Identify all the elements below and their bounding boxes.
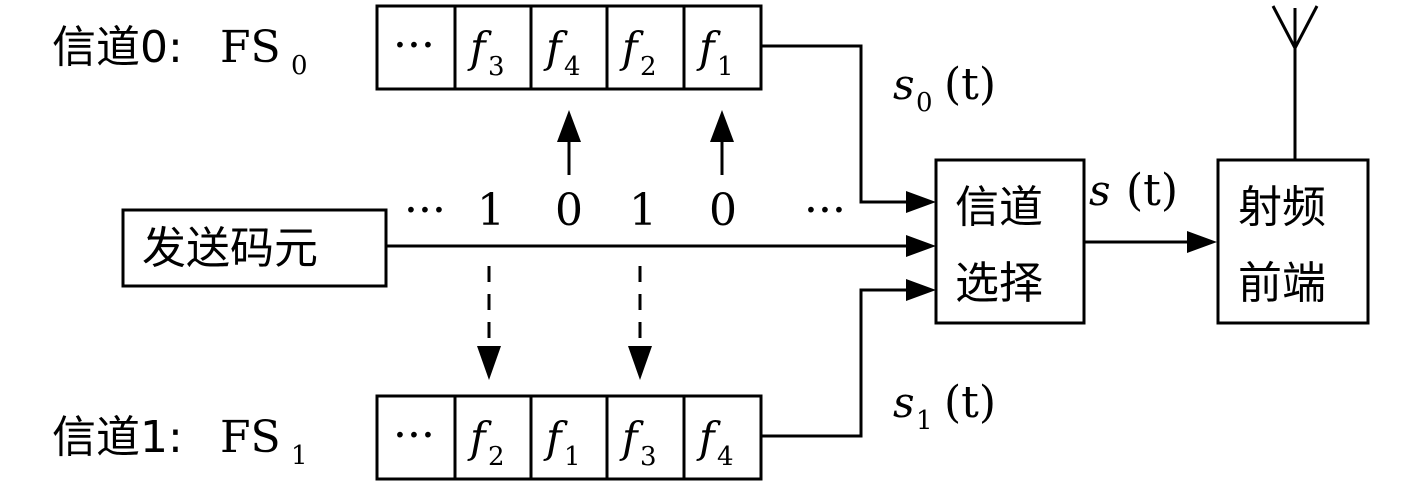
output-signal-arg: (t) bbox=[1126, 165, 1178, 216]
channel1-label: 信道1: FS 1 bbox=[52, 412, 308, 471]
channel0-output-line bbox=[761, 44, 912, 204]
channel1-signal-var: s bbox=[893, 378, 915, 427]
up-arrowhead bbox=[710, 110, 734, 142]
selector-label-line1: 信道 bbox=[955, 182, 1043, 233]
bit-value: 0 bbox=[555, 185, 583, 236]
channel1-output-line bbox=[761, 288, 912, 438]
channel0-label-prefix: 信道0: bbox=[52, 22, 183, 73]
source-label: 发送码元 bbox=[142, 223, 318, 274]
channel0-signal-sub: 0 bbox=[916, 88, 933, 118]
channel1-label-sub: 1 bbox=[291, 441, 308, 471]
rf-label-line1: 射频 bbox=[1238, 182, 1326, 233]
up-arrowhead bbox=[557, 110, 581, 142]
channel1-cell-sub: 2 bbox=[488, 442, 505, 472]
bit-ellipsis-left: ··· bbox=[404, 185, 446, 236]
channel1-signal-arg: (t) bbox=[944, 377, 996, 428]
channel0-label-fs: FS bbox=[220, 22, 281, 73]
channel0-arrowhead bbox=[906, 191, 936, 213]
bit-value: 0 bbox=[709, 185, 737, 236]
channel1-label-fs: FS bbox=[220, 412, 281, 463]
rf-label-line2: 前端 bbox=[1238, 258, 1326, 309]
source-box bbox=[121, 208, 388, 288]
channel0-cell-ellipsis: ··· bbox=[393, 20, 435, 71]
channel1-cell-sub: 1 bbox=[564, 442, 581, 472]
bit-value: 1 bbox=[477, 185, 505, 236]
channel0-label-sub: 0 bbox=[291, 51, 308, 81]
rf-front-end-box bbox=[1216, 158, 1370, 325]
source-arrowhead bbox=[906, 235, 936, 257]
channel0-cell-sub: 4 bbox=[564, 52, 581, 82]
channel1-cell-sub: 3 bbox=[640, 442, 657, 472]
channel1-cell-ellipsis: ··· bbox=[393, 410, 435, 461]
bit-ellipsis-right: ··· bbox=[804, 185, 846, 236]
output-signal-var: s bbox=[1089, 166, 1111, 215]
channel1-sequence: ··· f 2 f 1 f 3 f 4 bbox=[375, 394, 763, 481]
channel0-cell-sub: 1 bbox=[717, 52, 734, 82]
selector-output-arrowhead bbox=[1187, 231, 1217, 253]
channel0-signal-var: s bbox=[893, 60, 915, 109]
channel0-label: 信道0: FS 0 bbox=[52, 22, 308, 81]
output-signal-label: s (t) bbox=[1089, 165, 1178, 216]
channel0-signal-label: s 0 (t) bbox=[893, 59, 996, 118]
bit-sequence: ··· 1 0 1 0 ··· bbox=[404, 185, 846, 236]
channel1-label-prefix: 信道1: bbox=[52, 412, 183, 463]
channel1-cell-sub: 4 bbox=[717, 442, 734, 472]
bit-value: 1 bbox=[629, 185, 657, 236]
selector-label-line2: 选择 bbox=[955, 258, 1043, 309]
channel0-cell-sub: 3 bbox=[488, 52, 505, 82]
channel0-cell-sub: 2 bbox=[640, 52, 657, 82]
channel1-signal-label: s 1 (t) bbox=[893, 377, 996, 436]
channel1-arrowhead bbox=[906, 279, 936, 301]
channel0-signal-arg: (t) bbox=[944, 59, 996, 110]
channel1-signal-sub: 1 bbox=[916, 406, 933, 436]
down-arrowhead bbox=[477, 346, 501, 380]
channel0-sequence: ··· f 3 f 4 f 2 f 1 bbox=[375, 4, 763, 91]
down-arrowhead bbox=[628, 346, 652, 380]
antenna-icon bbox=[1271, 5, 1319, 160]
